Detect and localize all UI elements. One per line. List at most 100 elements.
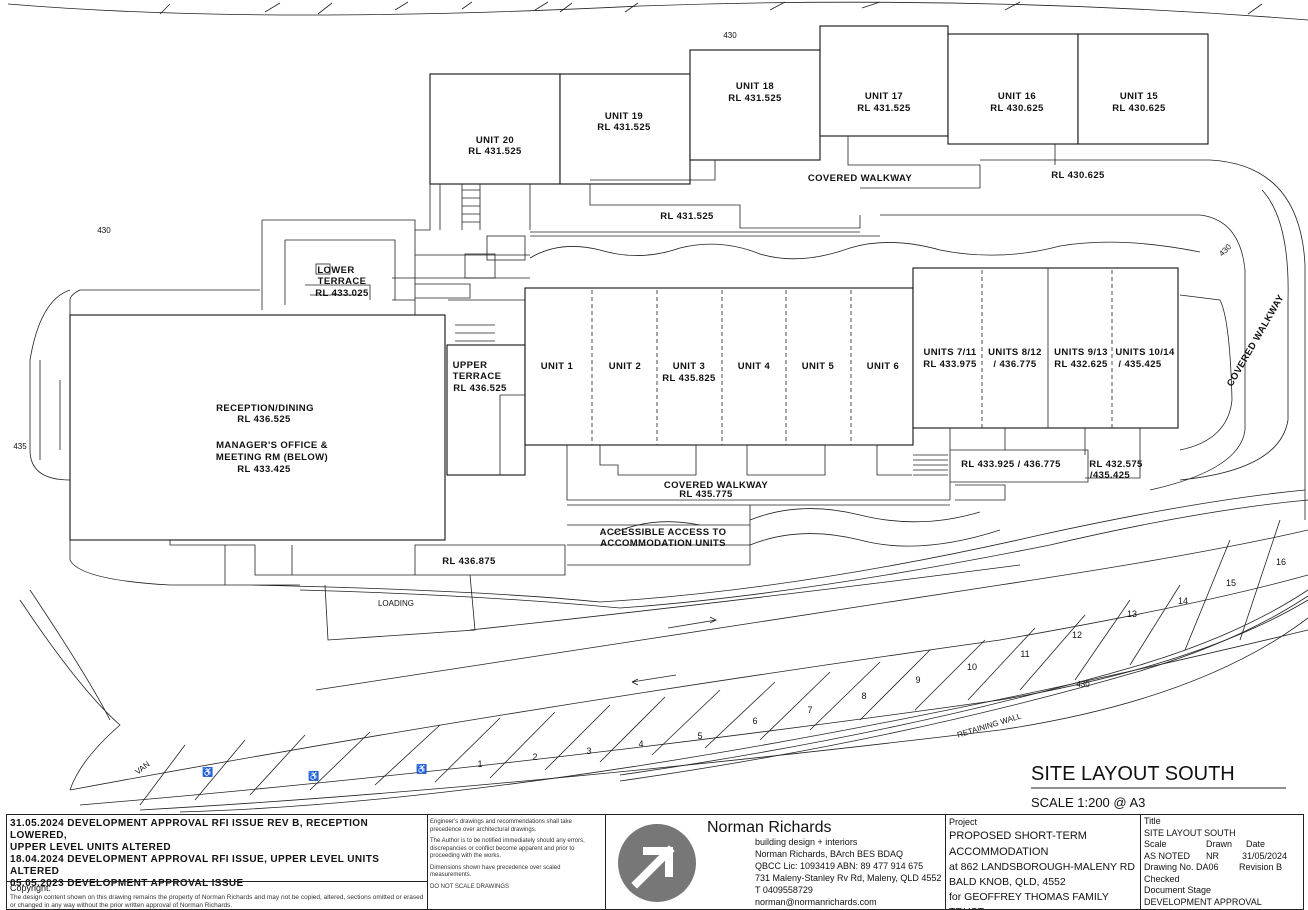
- unit-15-label: UNIT 15: [1120, 91, 1158, 102]
- contour-label-4: 435: [13, 442, 27, 451]
- scale-value: AS NOTED: [1144, 850, 1191, 861]
- unit-3-label: UNIT 3: [673, 361, 706, 372]
- unit-3-rl: RL 435.825: [662, 373, 716, 384]
- right-units: [912, 267, 1179, 501]
- revisions-cell: 31.05.2024 DEVELOPMENT APPROVAL RFI ISSU…: [7, 815, 428, 909]
- parking-bay-10: 10: [967, 662, 977, 672]
- parking-bay-1: 1: [477, 759, 482, 769]
- title-label: Title: [1144, 816, 1161, 826]
- accessible-bay-icon-3: ♿: [416, 763, 427, 774]
- parking-bay-12: 12: [1072, 630, 1082, 640]
- traffic-arrows: [631, 616, 718, 686]
- units-8-12-rl: / 436.775: [993, 359, 1037, 370]
- firm-line-3: 731 Maleny-Stanley Rv Rd, Maleny, QLD 45…: [755, 873, 942, 883]
- project-line-3: at 862 LANDSBOROUGH-MALENY RD: [949, 861, 1135, 873]
- reception-label: RECEPTION/DINING: [216, 403, 314, 414]
- parking-bay-16: 16: [1276, 557, 1286, 567]
- parking-bay-9: 9: [915, 675, 920, 685]
- firm-name: Norman Richards: [707, 819, 832, 836]
- drawn-label: Drawn: [1206, 839, 1233, 849]
- project-line-2: ACCOMMODATION: [949, 846, 1049, 858]
- project-label: Project: [949, 817, 978, 827]
- retaining-wall: [619, 589, 1308, 782]
- parking-bay-7: 7: [807, 705, 812, 715]
- upper-terrace-rl: RL 436.525: [453, 383, 507, 394]
- rl-431-525-label: RL 431.525: [660, 211, 714, 222]
- revision-line-3: 18.04.2024 DEVELOPMENT APPROVAL RFI ISSU…: [10, 854, 380, 877]
- copyright-text: The design content shown on this drawing…: [10, 894, 424, 909]
- reception-building: [69, 219, 566, 641]
- lower-terrace-rl: RL 433.025: [315, 288, 369, 299]
- drawing-title: SITE LAYOUT SOUTH: [1031, 763, 1235, 785]
- unit-6-label: UNIT 6: [867, 361, 900, 372]
- unit-18-rl: RL 431.525: [728, 93, 782, 104]
- reception-rl: RL 436.525: [237, 414, 291, 425]
- unit-20-rl: RL 431.525: [468, 146, 522, 157]
- upper-terrace-label-2: TERRACE: [453, 371, 502, 382]
- sheet-info-cell: Title SITE LAYOUT SOUTH Scale Drawn Date…: [1140, 815, 1303, 909]
- date-value: 31/05/2024: [1242, 850, 1288, 861]
- loading-label: LOADING: [378, 599, 414, 608]
- parking-bay-2: 2: [532, 752, 537, 762]
- unit-5-label: UNIT 5: [802, 361, 835, 372]
- units-10-14-rl: / 435.425: [1118, 359, 1162, 370]
- landscape-lines: [529, 231, 1201, 547]
- units-9-13-label: UNITS 9/13: [1054, 347, 1108, 358]
- copyright-label: Copyright:: [10, 883, 52, 893]
- accessible-bay-icon-2: ♿: [308, 770, 319, 781]
- accessible-access-label-2: ACCOMMODATION UNITS: [600, 538, 726, 549]
- rl-433-925-label: RL 433.925 / 436.775: [961, 459, 1061, 470]
- rl-432-575-sub: /435.425: [1090, 470, 1130, 481]
- upper-terrace: [446, 344, 526, 476]
- rl-430-625-label: RL 430.625: [1051, 170, 1105, 181]
- project-line-5: for GEOFFREY THOMAS FAMILY TRUST: [949, 891, 1109, 909]
- unit-17-rl: RL 431.525: [857, 103, 911, 114]
- parking-bay-13: 13: [1127, 609, 1137, 619]
- title-value: SITE LAYOUT SOUTH: [1144, 827, 1236, 838]
- revision-line-1: 31.05.2024 DEVELOPMENT APPROVAL RFI ISSU…: [10, 818, 369, 841]
- parking-bay-4: 4: [638, 739, 643, 749]
- firm-cell: Norman Richards building design + interi…: [605, 815, 946, 909]
- covered-walkway-right-label: COVERED WALKWAY: [1225, 293, 1287, 389]
- note-4: DO NOT SCALE DRAWINGS: [430, 883, 510, 890]
- note-3: Dimensions shown have precedence over sc…: [430, 864, 561, 879]
- managers-office-label-2: MEETING RM (BELOW): [216, 452, 328, 463]
- project-line-4: BALD KNOB, QLD, 4552: [949, 876, 1066, 888]
- project-cell: Project PROPOSED SHORT-TERM ACCOMMODATIO…: [945, 815, 1141, 909]
- firm-line-1: Norman Richards, BArch BES BDAQ: [755, 849, 904, 859]
- covered-walkway-top-label: COVERED WALKWAY: [808, 173, 913, 184]
- unit-20-label: UNIT 20: [476, 135, 514, 146]
- units-9-13-rl: RL 432.625: [1054, 359, 1108, 370]
- checked-label: Checked: [1144, 873, 1180, 884]
- covered-walkway-mid-rl: RL 435.775: [679, 489, 733, 500]
- parking-bay-lines: [139, 519, 1281, 806]
- parking-bay-6: 6: [752, 716, 757, 726]
- drawn-value: NR: [1206, 850, 1219, 861]
- contour-label-1: 430: [723, 31, 737, 40]
- parking-bay-11: 11: [1020, 649, 1029, 659]
- firm-line-4: T 0409558729: [755, 885, 813, 895]
- contour-label-3: 430: [1217, 242, 1233, 258]
- unit-1-label: UNIT 1: [541, 361, 574, 372]
- title-block: 31.05.2024 DEVELOPMENT APPROVAL RFI ISSU…: [6, 814, 1304, 910]
- firm-line-2: QBCC Lic: 1093419 ABN: 89 477 914 675: [755, 861, 924, 871]
- unit-18-label: UNIT 18: [736, 81, 774, 92]
- rl-436-875-label: RL 436.875: [442, 556, 496, 567]
- lower-terrace-label-1: LOWER: [317, 265, 354, 276]
- parking-bay-5: 5: [697, 731, 702, 741]
- parking-bay-15: 15: [1226, 578, 1236, 588]
- unit-15-rl: RL 430.625: [1112, 103, 1166, 114]
- unit-16-label: UNIT 16: [998, 91, 1036, 102]
- scale-label: Scale: [1144, 839, 1167, 849]
- parking-labels: ♿ ♿ ♿ 1 2 3 4 5 6 7 8 9 10 11 12 13 14 1…: [202, 557, 1286, 781]
- document-stage-value: DEVELOPMENT APPROVAL: [1144, 896, 1262, 907]
- covered-walkway-mid-label: COVERED WALKWAY: [664, 480, 769, 491]
- drawing-number: Drawing No. DA06: [1144, 862, 1219, 872]
- drawing-scale: SCALE 1:200 @ A3: [1031, 795, 1145, 810]
- unit-16-rl: RL 430.625: [990, 103, 1044, 114]
- revision-line-4: 05.05.2023 DEVELOPMENT APPROVAL ISSUE: [10, 878, 244, 889]
- firm-email: norman@normanrichards.com: [755, 897, 877, 907]
- revision-line-2: UPPER LEVEL UNITS ALTERED: [10, 842, 171, 853]
- firm-tagline: building design + interiors: [755, 837, 858, 847]
